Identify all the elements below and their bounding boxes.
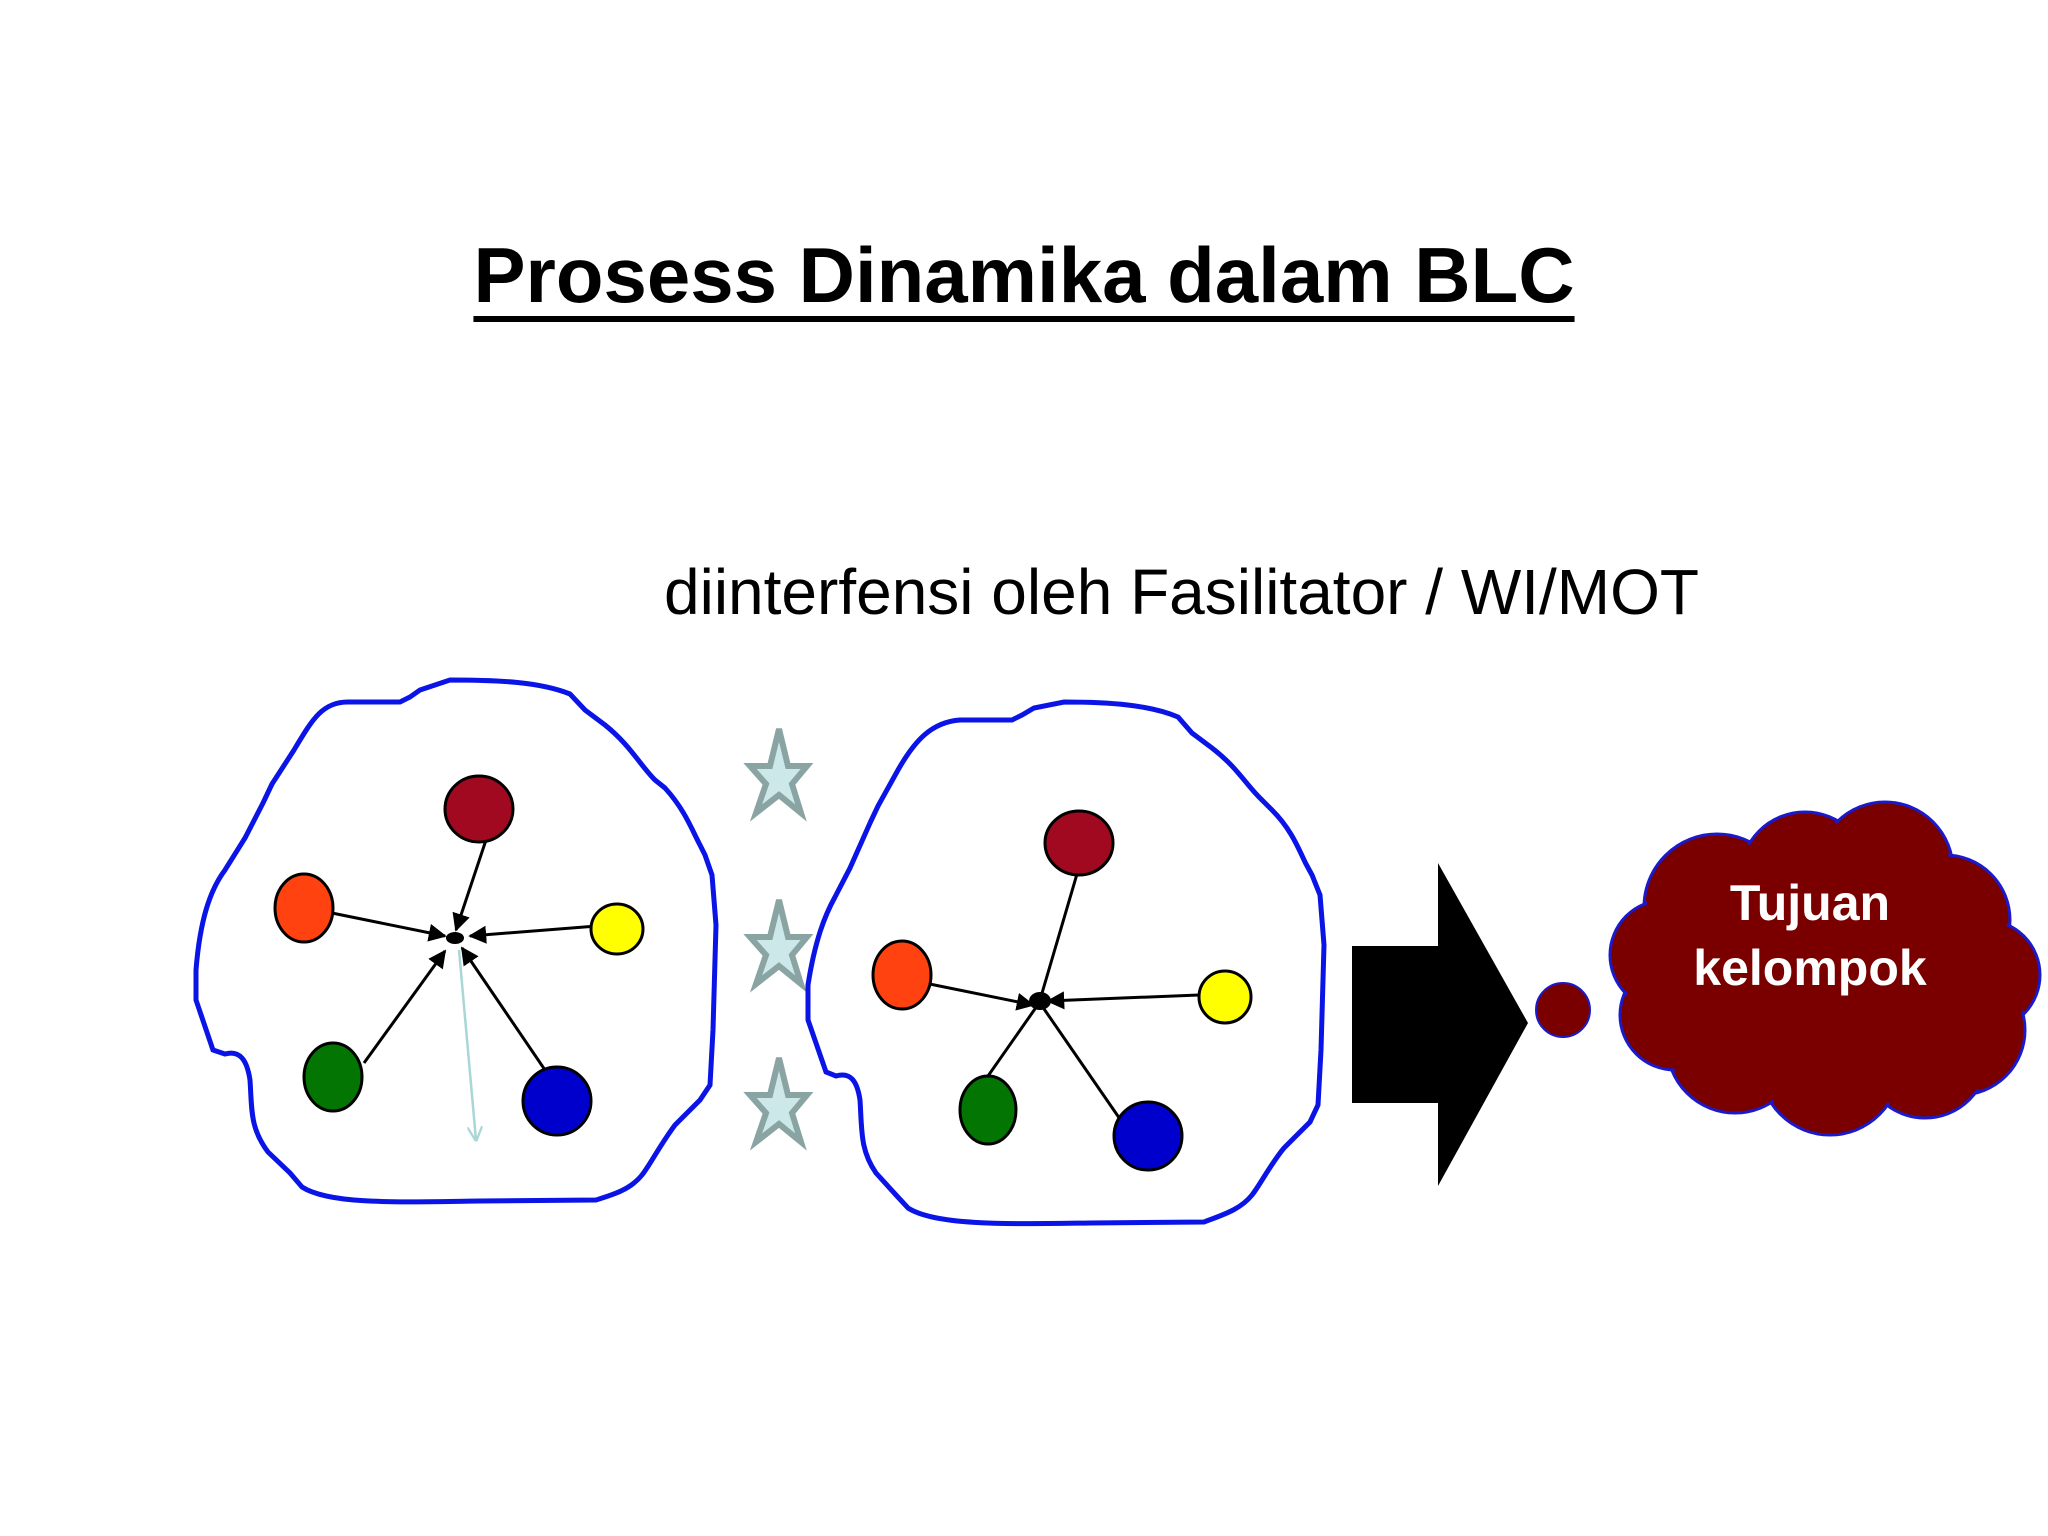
star-icon [743, 899, 814, 993]
member-orange [273, 872, 335, 944]
member-maroon [443, 774, 515, 844]
star-icon [743, 728, 814, 822]
member-yellow [589, 902, 645, 956]
arrow-green-to-center [362, 949, 447, 1064]
member-orange [871, 939, 933, 1011]
arrow-maroon-to-center [452, 827, 492, 932]
member-blue [1112, 1100, 1184, 1172]
group-center-point [446, 932, 464, 944]
slide-title: Prosess Dinamika dalam BLC [0, 236, 2048, 314]
thought-bubble-dot [1535, 982, 1591, 1038]
member-green [958, 1074, 1018, 1146]
progress-arrow-icon [1352, 863, 1528, 1186]
group-boundary-right [805, 699, 1327, 1227]
arrow-yellow-to-center [468, 924, 598, 944]
stray-arrow [457, 949, 476, 1140]
facilitator-interventions [743, 728, 814, 1151]
group-goal-cloud: Tujuan kelompok [1535, 800, 2042, 1137]
group-center-point [1029, 992, 1051, 1010]
member-green [302, 1041, 364, 1113]
line-maroon-to-center [1038, 873, 1079, 1001]
group-after [805, 699, 1327, 1227]
arrow-orange-to-center [321, 909, 447, 942]
facilitator-intervention-label: diinterfensi oleh Fasilitator / WI/MOT [664, 556, 1699, 628]
member-blue [521, 1065, 593, 1137]
star-icon [743, 1057, 814, 1151]
cloud-fill-cover [1613, 805, 2037, 1132]
group-boundary-left [193, 677, 719, 1205]
goal-label-line1: Tujuan [1730, 875, 1890, 931]
member-maroon [1043, 809, 1115, 877]
group-before [193, 677, 719, 1205]
slide-title-text: Prosess Dinamika dalam BLC [473, 231, 1575, 319]
goal-label-line2: kelompok [1693, 940, 1927, 996]
arrow-yellow-to-center [1046, 991, 1200, 1010]
member-yellow [1197, 969, 1253, 1025]
arrow-blue-to-center [460, 946, 547, 1071]
line-blue-to-center [1040, 1005, 1124, 1123]
